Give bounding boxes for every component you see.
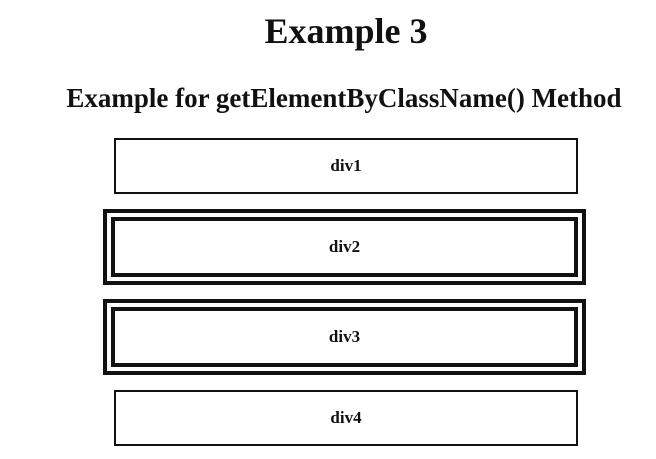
page-title: Example 3: [264, 11, 428, 51]
div1-label: div1: [330, 156, 362, 175]
div2-label: div2: [328, 237, 361, 256]
div4-box: div4: [114, 390, 578, 446]
div2-inner-border: div2: [111, 217, 578, 277]
div3-inner-border: div3: [111, 307, 578, 367]
div3-label: div3: [328, 327, 361, 346]
div4-label: div4: [330, 408, 362, 427]
page-subtitle: Example for getElementByClassName() Meth…: [66, 83, 622, 113]
div3-box-highlighted: div3: [103, 299, 586, 375]
div2-box-highlighted: div2: [103, 209, 586, 285]
div1-box: div1: [114, 138, 578, 194]
